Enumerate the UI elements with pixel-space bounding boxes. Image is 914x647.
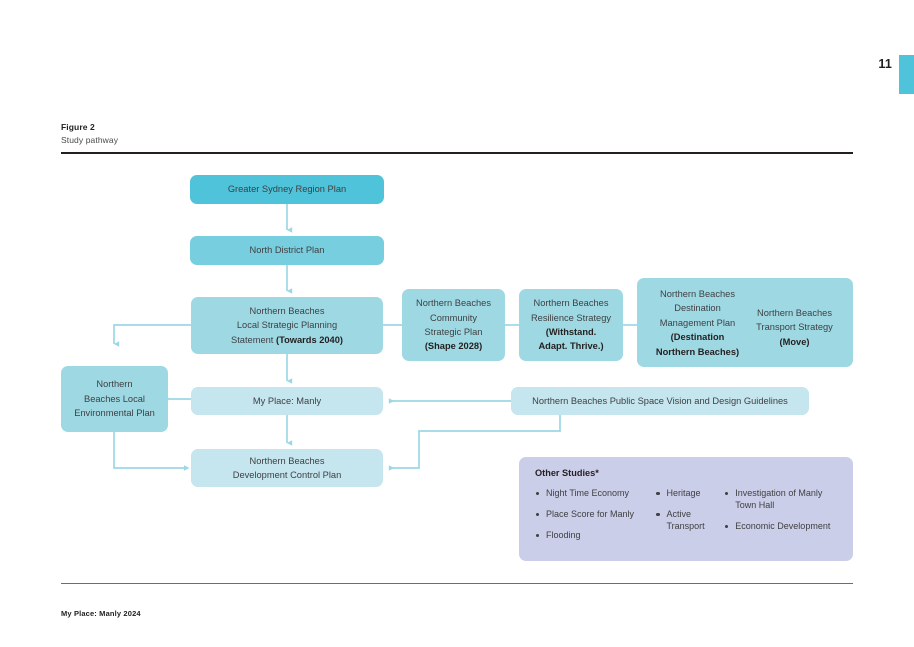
- node-line: Northern Beaches: [249, 305, 325, 316]
- node-line: Northern: [96, 379, 133, 390]
- node-line-bold: Northern Beaches): [655, 346, 740, 357]
- node-line-bold: (Destination: [670, 332, 725, 343]
- node-north-district-plan[interactable]: North District Plan: [190, 236, 384, 265]
- node-development-control-plan[interactable]: Northern Beaches Development Control Pla…: [191, 449, 383, 487]
- node-line: Strategic Plan: [424, 327, 483, 337]
- node-line: Northern Beaches: [249, 455, 325, 466]
- other-studies-title: Other Studies*: [535, 468, 599, 478]
- node-my-place-manly[interactable]: My Place: Manly: [191, 387, 383, 415]
- node-community-strategic-plan[interactable]: Northern Beaches Community Strategic Pla…: [402, 289, 505, 361]
- node-line: Beaches Local: [84, 393, 145, 404]
- node-line-bold: (Shape 2028): [424, 341, 483, 352]
- header-divider: [61, 152, 853, 154]
- node-line: Development Control Plan: [232, 470, 342, 480]
- node-line: Greater Sydney Region Plan: [227, 184, 347, 195]
- node-line-bold: (Move): [779, 336, 810, 347]
- page-number: 11: [878, 57, 892, 71]
- other-studies-column-3: Investigation of Manly Town Hall Economi…: [724, 487, 839, 550]
- node-destination-management-plan[interactable]: Northern Beaches Destination Management …: [649, 287, 746, 359]
- node-line: Community: [429, 312, 477, 323]
- list-item: Place Score for Manly: [535, 508, 655, 520]
- node-line: Resilience Strategy: [530, 312, 612, 323]
- list-item: Investigation of Manly Town Hall: [725, 487, 839, 511]
- node-resilience-strategy[interactable]: Northern Beaches Resilience Strategy (Wi…: [519, 289, 623, 361]
- node-line: Local Strategic Planning: [236, 320, 338, 331]
- node-line: Northern Beaches: [416, 298, 491, 309]
- list-item: Active Transport: [656, 508, 724, 532]
- figure-caption: Study pathway: [61, 135, 119, 145]
- node-line: Northern Beaches Public Space Vision and…: [532, 395, 788, 406]
- list-item: Flooding: [535, 529, 655, 541]
- node-line-bold: (Withstand.: [545, 327, 597, 337]
- node-line-bold: Adapt. Thrive.): [538, 341, 604, 352]
- node-line: Northern Beaches: [757, 308, 832, 318]
- node-greater-sydney-region-plan[interactable]: Greater Sydney Region Plan: [190, 175, 384, 204]
- list-item: Heritage: [656, 487, 724, 499]
- footer-text: My Place: Manly 2024: [61, 609, 141, 618]
- node-local-strategic-planning-statement[interactable]: Northern Beaches Local Strategic Plannin…: [191, 297, 383, 354]
- node-local-environmental-plan[interactable]: Northern Beaches Local Environmental Pla…: [61, 366, 168, 432]
- node-transport-strategy[interactable]: Northern Beaches Transport Strategy (Mov…: [746, 287, 843, 349]
- list-item: Economic Development: [725, 520, 839, 532]
- node-line: Transport Strategy: [756, 322, 833, 333]
- node-line: Management Plan: [659, 317, 736, 328]
- footer-divider: [61, 583, 853, 584]
- node-line-bold: (Towards 2040): [275, 334, 343, 345]
- node-line-text: Statement: [231, 334, 276, 345]
- node-line: Destination: [674, 303, 721, 314]
- list-item: Night Time Economy: [535, 487, 655, 499]
- node-line-with-emphasis: Statement (Towards 2040): [231, 333, 343, 347]
- node-destination-and-transport-group[interactable]: Northern Beaches Destination Management …: [637, 278, 853, 367]
- node-line: My Place: Manly: [252, 395, 322, 406]
- other-studies-column-1: Night Time Economy Place Score for Manly…: [535, 487, 655, 550]
- node-public-space-vision[interactable]: Northern Beaches Public Space Vision and…: [511, 387, 809, 415]
- node-line: Northern Beaches: [660, 289, 735, 299]
- figure-label: Figure 2: [61, 122, 95, 132]
- other-studies-panel[interactable]: Other Studies* Night Time Economy Place …: [519, 457, 853, 561]
- page-edge-tab: [899, 55, 914, 94]
- node-line: North District Plan: [249, 245, 325, 256]
- node-line: Environmental Plan: [74, 408, 155, 419]
- other-studies-column-2: Heritage Active Transport: [655, 487, 724, 550]
- node-line: Northern Beaches: [533, 298, 609, 309]
